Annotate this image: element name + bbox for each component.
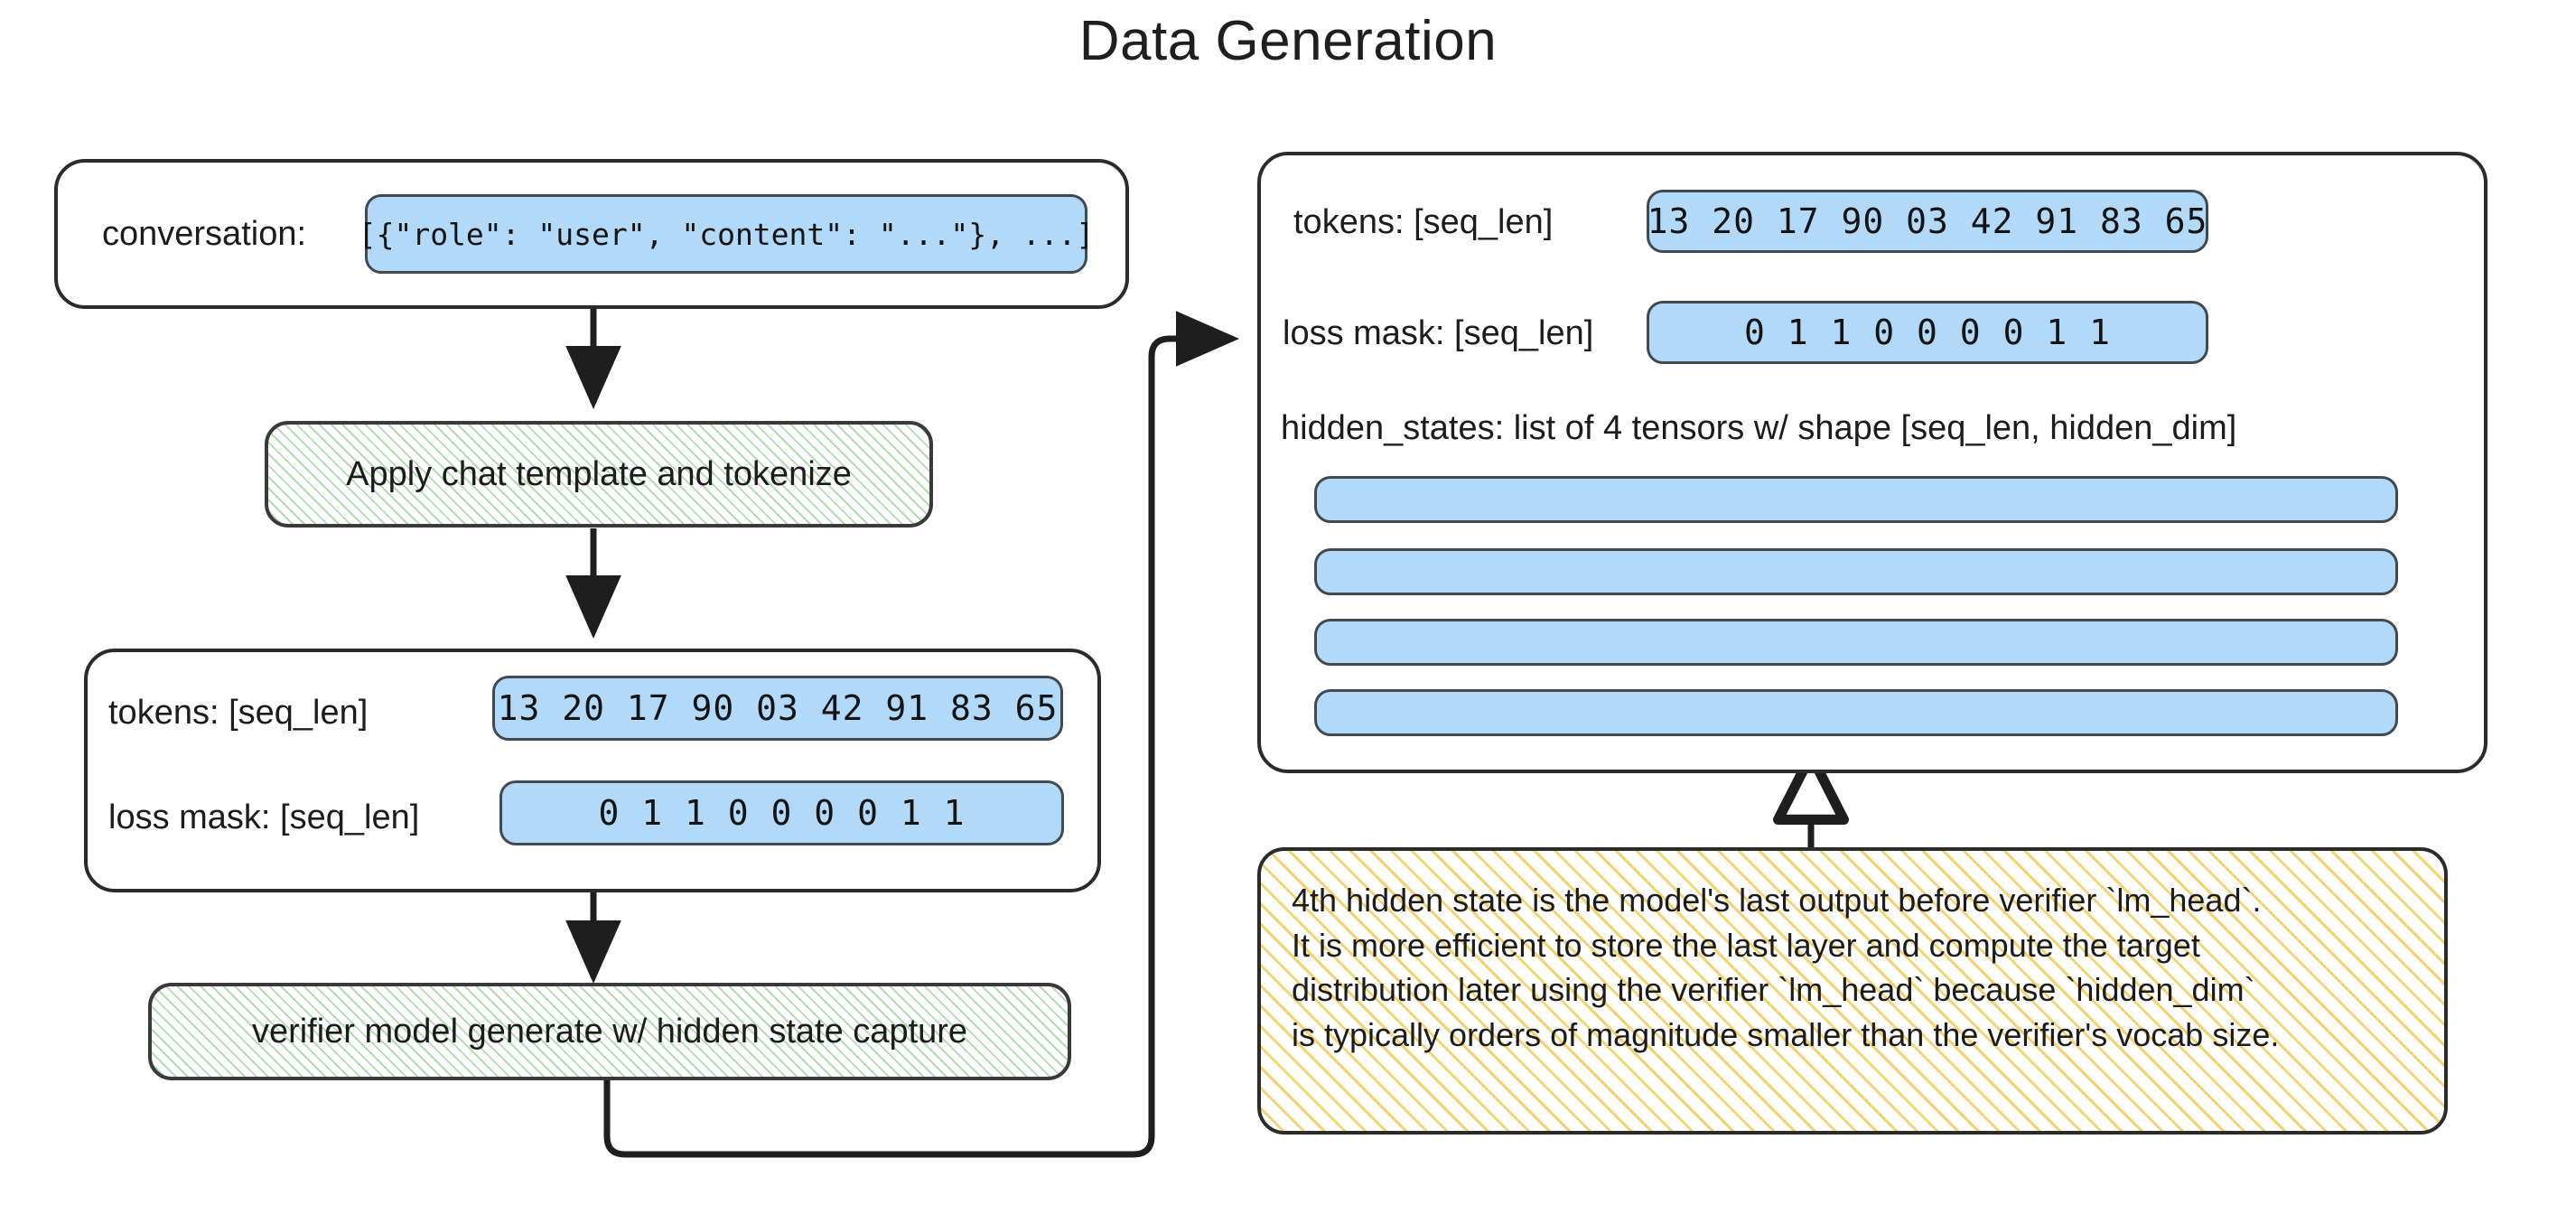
hidden-state-bar-3 [1314, 619, 2398, 666]
hidden-state-bar-1 [1314, 476, 2398, 523]
tokens-label: tokens: [seq_len] [108, 694, 369, 732]
note-line-2: It is more efficient to store the last l… [1292, 926, 2200, 964]
process-apply-chat-template: Apply chat template and tokenize [265, 421, 933, 528]
output-tokens-label: tokens: [seq_len] [1293, 203, 1554, 241]
hidden-state-bar-2 [1314, 548, 2398, 595]
output-panel [1257, 152, 2487, 773]
explanatory-note: 4th hidden state is the model's last out… [1257, 847, 2448, 1135]
page-title: Data Generation [1078, 10, 1498, 72]
tokens-value-chip: 13 20 17 90 03 42 91 83 65 [492, 676, 1063, 741]
hidden-states-caption: hidden_states: list of 4 tensors w/ shap… [1281, 409, 2237, 447]
hidden-state-bar-4 [1314, 689, 2398, 736]
process-verifier-generate: verifier model generate w/ hidden state … [148, 983, 1071, 1080]
output-loss-mask-label: loss mask: [seq_len] [1283, 314, 1594, 352]
conversation-value-chip: [{"role": "user", "content": "..."}, ...… [359, 194, 1094, 274]
note-line-4: is typically orders of magnitude smaller… [1292, 1016, 2280, 1054]
note-line-3: distribution later using the verifier `l… [1292, 971, 2255, 1009]
note-line-1: 4th hidden state is the model's last out… [1292, 882, 2262, 919]
output-tokens-value-chip: 13 20 17 90 03 42 91 83 65 [1647, 190, 2208, 253]
loss-mask-value-chip: 0 1 1 0 0 0 0 1 1 [499, 780, 1064, 845]
conversation-label: conversation: [102, 215, 307, 253]
loss-mask-label: loss mask: [seq_len] [108, 798, 420, 836]
output-loss-mask-value-chip: 0 1 1 0 0 0 0 1 1 [1647, 301, 2208, 364]
